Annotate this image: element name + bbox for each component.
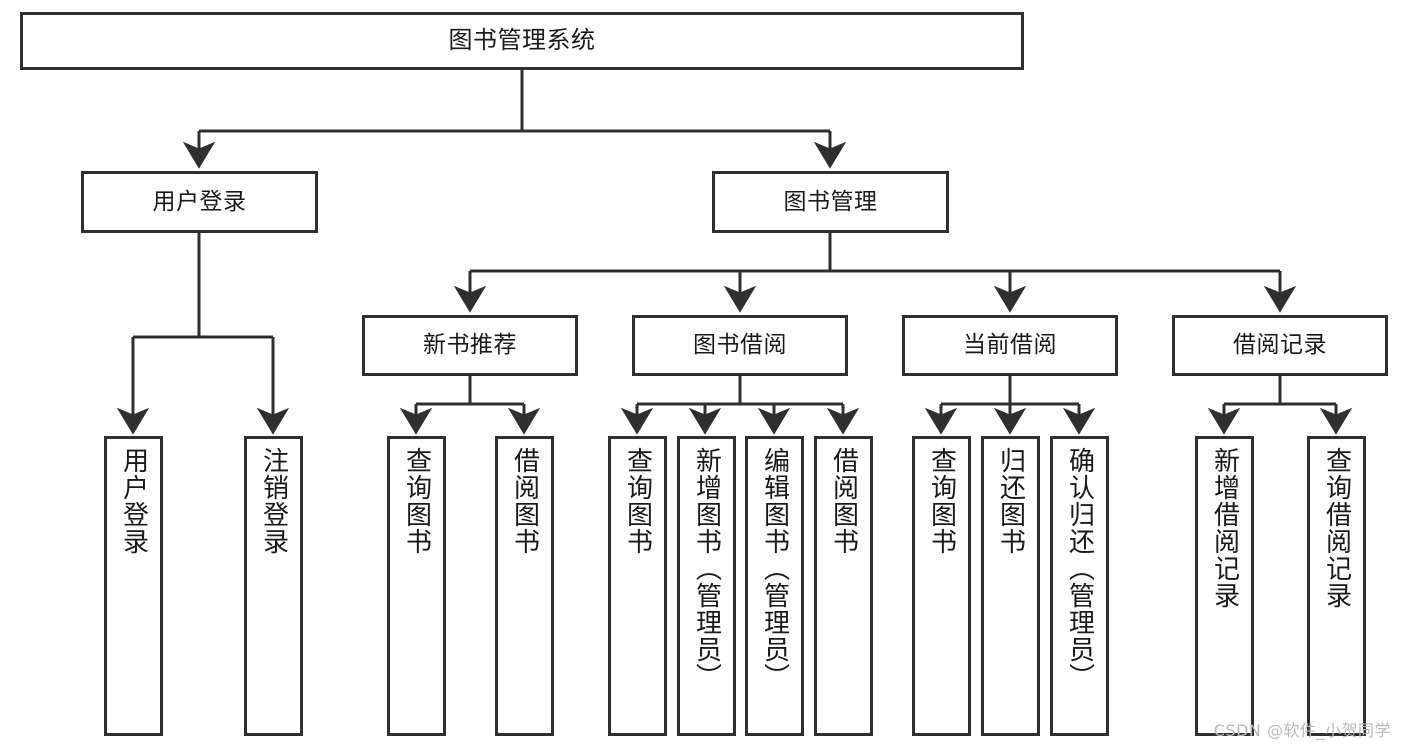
node-leaf-add-book[interactable]: 新增图书（管理员） [677,436,736,736]
node-leaf-query-book-2[interactable]: 查询图书 [608,436,667,736]
node-leaf-logout[interactable]: 注销登录 [244,436,303,736]
node-leaf-user-login[interactable]: 用户登录 [104,436,163,736]
node-user-login[interactable]: 用户登录 [81,171,318,233]
node-leaf-query-book-2-label: 查询图书 [622,447,653,555]
node-new-book-recommend-label: 新书推荐 [423,332,517,359]
node-leaf-confirm-return-label: 确认归还（管理员） [1064,447,1095,690]
node-leaf-edit-book[interactable]: 编辑图书（管理员） [745,436,804,736]
node-root[interactable]: 图书管理系统 [20,12,1024,70]
node-leaf-query-book-3[interactable]: 查询图书 [912,436,971,736]
node-current-borrow[interactable]: 当前借阅 [902,315,1118,376]
node-user-login-label: 用户登录 [152,188,247,215]
node-book-manage[interactable]: 图书管理 [712,171,949,233]
node-book-manage-label: 图书管理 [783,188,878,215]
node-book-borrow-label: 图书借阅 [693,332,787,359]
node-leaf-query-record[interactable]: 查询借阅记录 [1307,436,1366,736]
node-leaf-borrow-book-2-label: 借阅图书 [828,447,859,555]
node-book-borrow[interactable]: 图书借阅 [632,315,848,376]
node-leaf-logout-label: 注销登录 [258,447,289,555]
node-leaf-query-book-1-label: 查询图书 [401,447,432,555]
node-leaf-edit-book-label: 编辑图书（管理员） [759,447,790,690]
node-current-borrow-label: 当前借阅 [963,332,1057,359]
node-leaf-borrow-book-1[interactable]: 借阅图书 [495,436,554,736]
node-leaf-user-login-label: 用户登录 [118,447,149,555]
node-leaf-borrow-book-2[interactable]: 借阅图书 [814,436,873,736]
node-leaf-query-book-1[interactable]: 查询图书 [387,436,446,736]
node-leaf-confirm-return[interactable]: 确认归还（管理员） [1050,436,1109,736]
node-root-label: 图书管理系统 [448,26,596,55]
node-borrow-record[interactable]: 借阅记录 [1172,315,1388,376]
node-leaf-query-book-3-label: 查询图书 [926,447,957,555]
node-leaf-borrow-book-1-label: 借阅图书 [509,447,540,555]
node-borrow-record-label: 借阅记录 [1233,332,1327,359]
csdn-watermark: CSDN @软件_小贺同学 [1213,721,1391,740]
node-leaf-add-record[interactable]: 新增借阅记录 [1195,436,1254,736]
node-leaf-return-book-label: 归还图书 [995,447,1026,555]
node-new-book-recommend[interactable]: 新书推荐 [362,315,578,376]
node-leaf-add-book-label: 新增图书（管理员） [691,447,722,690]
node-leaf-add-record-label: 新增借阅记录 [1209,447,1240,609]
node-leaf-return-book[interactable]: 归还图书 [981,436,1040,736]
node-leaf-query-record-label: 查询借阅记录 [1321,447,1352,609]
